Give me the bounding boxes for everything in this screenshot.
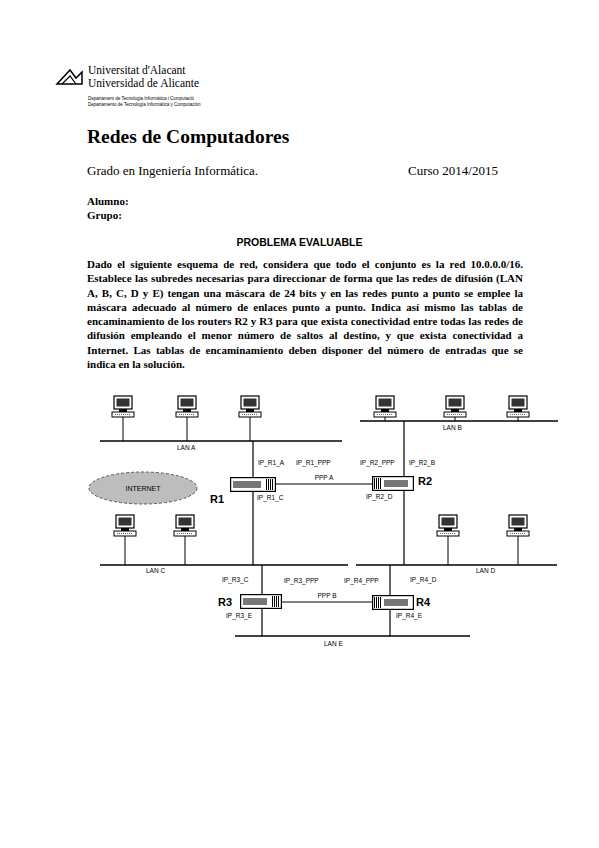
router-symbol: [240, 594, 282, 609]
ip-label: IP_R4_D: [410, 576, 436, 583]
lan-label: LAN E: [324, 640, 343, 647]
ip-label: IP_R3_PPP: [284, 577, 319, 584]
form-field: Alumno:: [87, 195, 129, 208]
course-name: Grado en Ingeniería Informática.: [87, 164, 258, 179]
router-symbol: [372, 595, 414, 610]
router-name: R4: [416, 596, 430, 608]
university-logo: [57, 70, 82, 84]
router-name: R2: [418, 475, 432, 487]
ip-label: IP_R3_C: [222, 576, 248, 583]
router-node: R2: [372, 476, 414, 491]
lan-label: LAN B: [443, 424, 462, 431]
router-name: R1: [210, 493, 224, 505]
cloud-label: INTERNET: [126, 485, 161, 492]
router-node: R4: [372, 595, 414, 610]
link-label: PPP A: [315, 474, 334, 481]
department-line: Departament de Tecnologia Informàtica i …: [88, 96, 194, 101]
ip-label: IP_R1_PPP: [296, 459, 331, 466]
ip-label: IP_R2_B: [409, 459, 435, 466]
link-label: PPP B: [317, 592, 336, 599]
router-symbol: [230, 477, 276, 492]
lan-label: LAN D: [476, 567, 495, 574]
ip-label: IP_R3_E: [226, 612, 252, 619]
department-line: Departamento de Tecnología Informática y…: [88, 102, 200, 107]
ip-label: IP_R4_PPP: [344, 577, 379, 584]
router-name: R3: [218, 596, 232, 608]
computers: [112, 396, 529, 536]
page-title: Redes de Computadores: [87, 126, 289, 148]
router-symbol: [372, 476, 414, 491]
university-name: Universidad de Alicante: [88, 77, 199, 90]
ip-label: IP_R2_PPP: [360, 459, 395, 466]
lan-buses: [100, 421, 558, 636]
router-node: R1: [230, 477, 276, 492]
ip-label: IP_R2_D: [366, 493, 392, 500]
lan-label: LAN C: [146, 567, 165, 574]
problem-statement: Dado el siguiente esquema de red, consid…: [87, 257, 523, 371]
lan-label: LAN A: [177, 444, 195, 451]
ip-label: IP_R1_C: [257, 494, 283, 501]
ip-label: IP_R4_E: [396, 612, 422, 619]
ppp-link: [282, 601, 372, 602]
router-node: R3: [240, 594, 282, 609]
ppp-link: [276, 483, 372, 484]
university-name: Universitat d'Alacant: [88, 64, 186, 77]
ip-label: IP_R1_A: [258, 459, 284, 466]
cloud-node: INTERNET: [88, 471, 198, 505]
course-year: Curso 2014/2015: [408, 164, 498, 179]
section-heading: PROBLEMA EVALUABLE: [0, 236, 599, 248]
form-field: Grupo:: [87, 209, 122, 222]
